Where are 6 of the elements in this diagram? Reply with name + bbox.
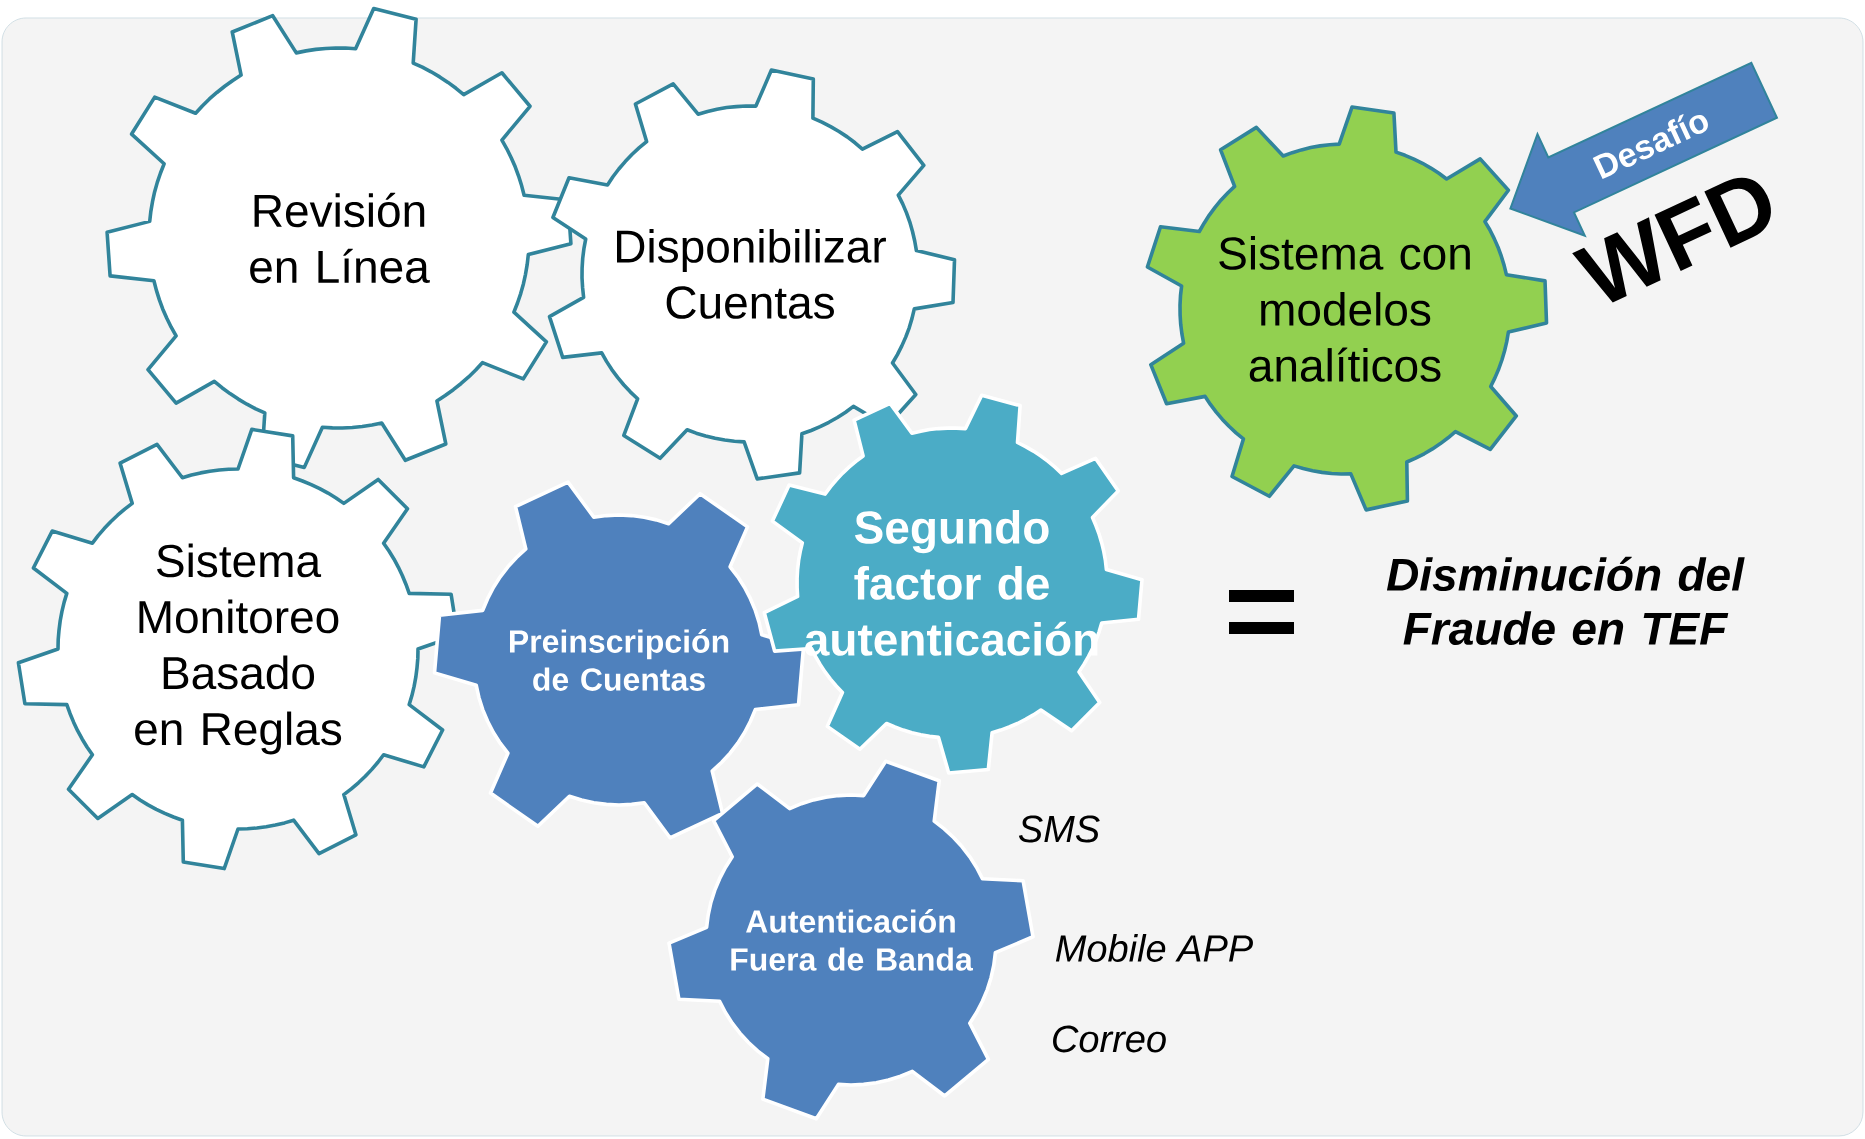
gear: Sistema Monitoreo Basado en Reglas bbox=[16, 427, 460, 871]
gear: Sistema con modelos analíticos bbox=[1145, 105, 1549, 512]
result-text: Disminución del Fraude en TEF bbox=[1386, 556, 1745, 646]
gear: Preinscripción de Cuentas bbox=[432, 480, 806, 840]
gear: Disponibilizar Cuentas bbox=[547, 68, 957, 481]
gear: Revisión en Línea bbox=[105, 6, 573, 470]
